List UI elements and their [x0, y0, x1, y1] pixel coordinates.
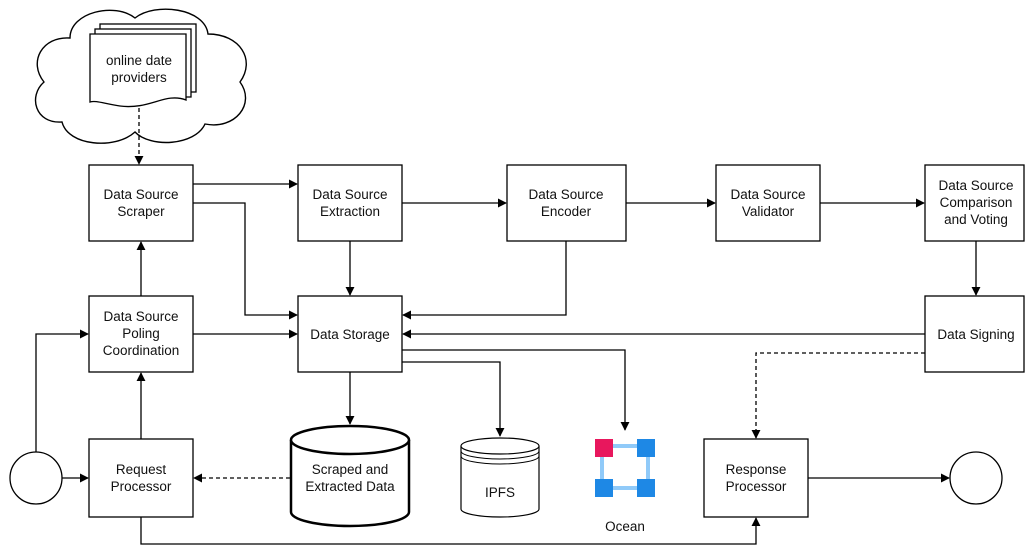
start-event-circle — [9, 451, 63, 505]
arrow-start-to-polling — [35, 329, 89, 452]
connectors — [35, 108, 981, 545]
scraper-label-line1: Data Source — [103, 187, 178, 202]
comparison-label-line2: Comparison — [940, 195, 1013, 210]
polling-label-line1: Data Source — [103, 309, 178, 324]
comparison-label-line3: and Voting — [944, 212, 1008, 227]
ipfs-database: IPFS — [460, 437, 540, 518]
arrow-request-to-response — [140, 517, 761, 545]
signing-label: Data Signing — [937, 327, 1014, 342]
request-label-line1: Request — [116, 462, 167, 477]
response-label-line2: Processor — [726, 479, 787, 494]
arrow-storage-to-ocean — [402, 349, 630, 431]
response-label-line1: Response — [726, 462, 787, 477]
request-processor-node: Request Processor — [88, 438, 194, 518]
request-label-line2: Processor — [111, 479, 172, 494]
document-stack-icon — [89, 23, 197, 108]
comparison-label-line1: Data Source — [938, 178, 1013, 193]
validator-label-line2: Validator — [742, 204, 795, 219]
arrow-signing-to-response — [751, 352, 925, 439]
scraped-label-line1: Scraped and — [312, 462, 389, 477]
online-providers-cloud: online date providers — [34, 8, 247, 144]
data-source-scraper-node: Data Source Scraper — [88, 164, 194, 242]
extraction-label-line2: Extraction — [320, 204, 380, 219]
providers-label-line1: online date — [106, 53, 172, 68]
data-source-validator-node: Data Source Validator — [715, 164, 821, 242]
ipfs-label: IPFS — [485, 485, 515, 500]
data-storage-node: Data Storage — [297, 295, 403, 373]
polling-label-line3: Coordination — [103, 343, 180, 358]
arrow-storage-to-ipfs — [402, 361, 505, 437]
arrow-encoder-to-storage — [402, 241, 567, 320]
scraper-label-line2: Scraper — [117, 204, 165, 219]
data-signing-node: Data Signing — [924, 295, 1025, 373]
providers-label-line2: providers — [111, 70, 167, 85]
extraction-label-line1: Data Source — [312, 187, 387, 202]
storage-label: Data Storage — [310, 327, 390, 342]
ocean-icon — [595, 439, 655, 497]
data-source-encoder-node: Data Source Encoder — [506, 164, 627, 242]
response-processor-node: Response Processor — [703, 438, 809, 518]
end-event-circle — [949, 451, 1003, 505]
arrow-scraper-to-storage — [193, 202, 298, 320]
validator-label-line1: Data Source — [730, 187, 805, 202]
polling-label-line2: Poling — [122, 326, 160, 341]
encoder-label-line2: Encoder — [541, 204, 592, 219]
scraped-label-line2: Extracted Data — [305, 479, 395, 494]
data-source-comparison-node: Data Source Comparison and Voting — [924, 164, 1025, 242]
scraped-data-database: Scraped and Extracted Data — [289, 424, 411, 528]
data-source-polling-node: Data Source Poling Coordination — [88, 295, 194, 373]
encoder-label-line1: Data Source — [528, 187, 603, 202]
ocean-label: Ocean — [605, 519, 645, 534]
data-source-extraction-node: Data Source Extraction — [297, 164, 403, 242]
